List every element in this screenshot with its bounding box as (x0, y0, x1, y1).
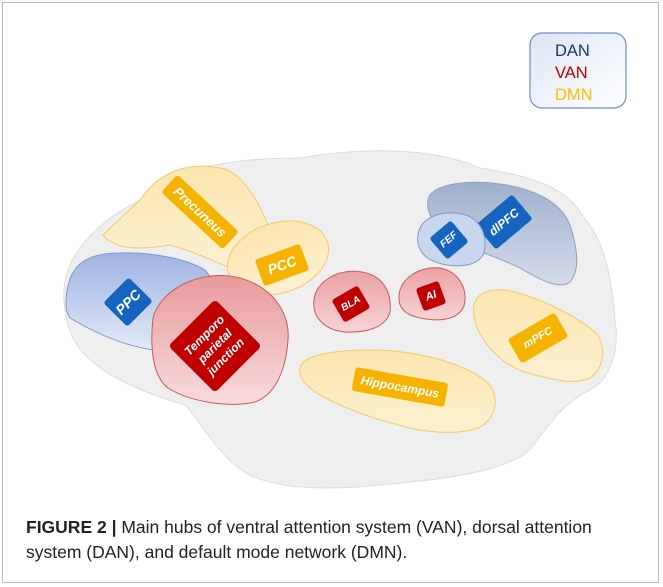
figure-caption: FIGURE 2 | Main hubs of ventral attentio… (26, 515, 646, 565)
tpj-label-box (169, 300, 261, 392)
figure-label: FIGURE 2 | (26, 517, 117, 537)
legend-box (529, 32, 627, 109)
ppc-label-box (104, 278, 152, 326)
hippocampus-label-box (352, 367, 448, 407)
figure-caption-text: Main hubs of ventral attention system (V… (26, 517, 592, 562)
legend-van: VAN (555, 64, 588, 82)
precuneus-label-box (162, 175, 238, 249)
ai-label: AI (423, 288, 439, 304)
pcc-label-box (255, 244, 309, 286)
bla-label-box (332, 286, 370, 322)
legend-dan: DAN (555, 42, 590, 60)
legend: DAN VAN DMN (529, 32, 627, 109)
fef-label-box (430, 221, 468, 259)
legend-dmn: DMN (555, 86, 593, 104)
mpfc-label-box (508, 313, 568, 363)
dlpfc-label-box (476, 195, 532, 249)
ai-label-box (416, 281, 446, 311)
